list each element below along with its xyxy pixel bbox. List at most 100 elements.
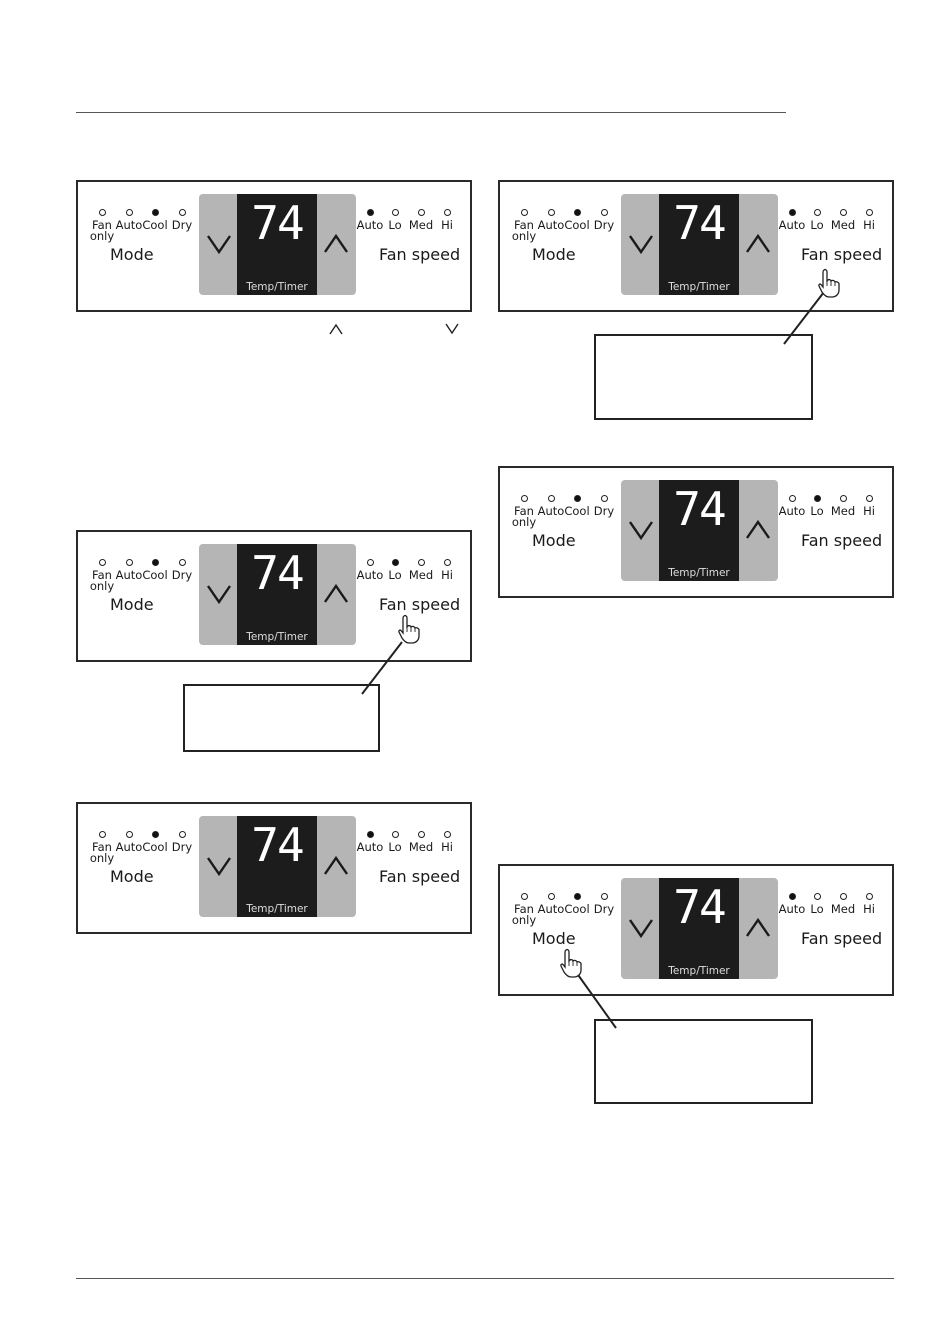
indicator-label: Auto bbox=[537, 504, 565, 518]
temperature-readout: 74 bbox=[251, 546, 304, 600]
indicator-label: Auto bbox=[778, 504, 806, 518]
fan-indicator-lo: Lo bbox=[803, 495, 831, 517]
mode-indicator-auto: Auto bbox=[537, 495, 565, 517]
indicator-dot bbox=[391, 831, 399, 838]
mode-indicator-dry: Dry bbox=[590, 893, 618, 915]
indicator-label: Auto bbox=[356, 218, 384, 232]
mode-indicator-cool: Cool bbox=[141, 831, 169, 853]
indicator-label: Hi bbox=[863, 218, 875, 232]
indicator-label: Lo bbox=[388, 218, 402, 232]
indicator-label: Auto bbox=[537, 218, 565, 232]
fan-indicator-auto: Auto bbox=[778, 495, 806, 517]
temperature-readout: 74 bbox=[251, 818, 304, 872]
temp-up-button[interactable] bbox=[321, 228, 351, 258]
fan-indicator-hi: Hi bbox=[433, 209, 461, 231]
indicator-dot bbox=[178, 831, 186, 838]
indicator-dot bbox=[839, 209, 847, 216]
temp-down-button[interactable] bbox=[204, 850, 234, 880]
temp-down-button[interactable] bbox=[204, 228, 234, 258]
hand-shape bbox=[560, 948, 582, 978]
temperature-readout: 74 bbox=[673, 880, 726, 934]
indicator-dot bbox=[366, 831, 374, 838]
pointing-hand-icon bbox=[558, 948, 586, 982]
fan-indicator-hi: Hi bbox=[433, 559, 461, 581]
indicator-label: Hi bbox=[441, 568, 453, 582]
mode-indicator-cool: Cool bbox=[563, 893, 591, 915]
mode-button[interactable]: Mode bbox=[110, 867, 154, 886]
indicator-label: Lo bbox=[388, 840, 402, 854]
fan-speed-button[interactable]: Fan speed bbox=[801, 531, 883, 550]
indicator-label: Dry bbox=[593, 218, 615, 232]
temp-down-button[interactable] bbox=[626, 912, 656, 942]
fan-speed-button[interactable]: Fan speed bbox=[379, 867, 461, 886]
temperature-readout: 74 bbox=[673, 482, 726, 536]
indicator-label: Med bbox=[408, 840, 434, 854]
indicator-label: Med bbox=[830, 218, 856, 232]
mode-button[interactable]: Mode bbox=[532, 929, 576, 948]
fan-speed-button[interactable]: Fan speed bbox=[379, 595, 461, 614]
indicator-label: Cool bbox=[564, 218, 590, 232]
indicator-label: Cool bbox=[142, 840, 168, 854]
indicator-dot bbox=[520, 893, 528, 900]
fan-indicator-med: Med bbox=[829, 209, 857, 231]
fan-indicator-lo: Lo bbox=[381, 831, 409, 853]
mode-button[interactable]: Mode bbox=[532, 531, 576, 550]
fan-speed-button[interactable]: Fan speed bbox=[801, 245, 883, 264]
indicator-dot bbox=[366, 559, 374, 566]
temp-up-button[interactable] bbox=[743, 912, 773, 942]
indicator-dot bbox=[151, 559, 159, 566]
fan-indicator-lo: Lo bbox=[803, 209, 831, 231]
indicator-dot bbox=[443, 559, 451, 566]
fan-indicator-auto: Auto bbox=[356, 831, 384, 853]
indicator-dot bbox=[573, 893, 581, 900]
temp-up-button[interactable] bbox=[321, 578, 351, 608]
down-arrow-icon bbox=[445, 323, 459, 335]
mode-indicator-dry: Dry bbox=[590, 209, 618, 231]
indicator-dot bbox=[520, 209, 528, 216]
indicator-label: Auto bbox=[537, 902, 565, 916]
fan-indicator-auto: Auto bbox=[778, 893, 806, 915]
fan-speed-button[interactable]: Fan speed bbox=[801, 929, 883, 948]
indicator-dot bbox=[98, 559, 106, 566]
indicator-dot bbox=[865, 495, 873, 502]
mode-indicator-auto: Auto bbox=[537, 209, 565, 231]
temp-up-button[interactable] bbox=[743, 228, 773, 258]
indicator-dot bbox=[813, 893, 821, 900]
fan-speed-button[interactable]: Fan speed bbox=[379, 245, 461, 264]
mode-indicator-dry: Dry bbox=[590, 495, 618, 517]
indicator-label: Cool bbox=[142, 218, 168, 232]
temp-up-button[interactable] bbox=[321, 850, 351, 880]
temp-down-button[interactable] bbox=[204, 578, 234, 608]
temp-down-button[interactable] bbox=[626, 228, 656, 258]
mode-indicator-auto: Auto bbox=[115, 831, 143, 853]
temp-down-button[interactable] bbox=[626, 514, 656, 544]
indicator-dot bbox=[125, 559, 133, 566]
mode-button[interactable]: Mode bbox=[532, 245, 576, 264]
temp-up-button[interactable] bbox=[743, 514, 773, 544]
mode-button[interactable]: Mode bbox=[110, 245, 154, 264]
indicator-dot bbox=[573, 495, 581, 502]
leader-line-1 bbox=[783, 291, 825, 345]
indicator-label: Cool bbox=[564, 504, 590, 518]
indicator-dot bbox=[600, 495, 608, 502]
display-caption: Temp/Timer bbox=[246, 281, 308, 293]
mode-button[interactable]: Mode bbox=[110, 595, 154, 614]
temperature-readout: 74 bbox=[251, 196, 304, 250]
indicator-label: Dry bbox=[171, 840, 193, 854]
indicator-dot bbox=[178, 209, 186, 216]
indicator-label: Auto bbox=[115, 568, 143, 582]
indicator-dot bbox=[813, 209, 821, 216]
indicator-label: Auto bbox=[356, 568, 384, 582]
